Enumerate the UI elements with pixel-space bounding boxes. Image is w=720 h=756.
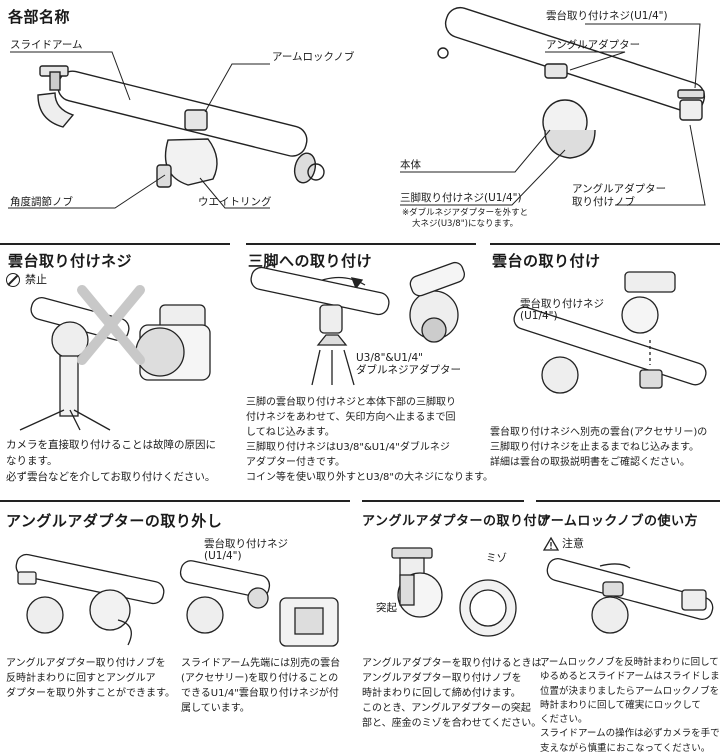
head-screw-title: 雲台取り付けネジ bbox=[8, 252, 133, 270]
text-line: 三脚の雲台取り付けネジと本体下部の三脚取り bbox=[246, 397, 456, 408]
adapter-attach-title: アングルアダプターの取り付け bbox=[362, 514, 551, 529]
arm-lock-illustration bbox=[546, 557, 714, 634]
parts-title: 各部名称 bbox=[8, 8, 71, 26]
adapter-attach-text: アングルアダプターを取り付けるときは、 アングルアダプター取り付けノブを 時計ま… bbox=[362, 656, 552, 731]
label-adapter-knob-2: 取り付けノブ bbox=[572, 196, 635, 208]
text-line: ダプターを取り外すことができます。 bbox=[6, 688, 175, 699]
right-arm-illustration bbox=[437, 6, 706, 159]
head-mount-text: 雲台取り付けネジへ別売の雲台(アクセサリー)の 三脚取り付けネジを止まるまでねじ… bbox=[490, 425, 707, 470]
text-line: アングルアダプターを取り付けるときは、 bbox=[362, 658, 552, 669]
text-line: 付けネジをあわせて、矢印方向へ止まるまで回 bbox=[246, 412, 456, 423]
adapter-remove-illustration bbox=[15, 553, 339, 647]
adapter-remove-left-text: アングルアダプター取り付けノブを 反時計まわりに回すとアングルア ダプターを取り… bbox=[6, 656, 175, 701]
text-line: 位置が決まりましたらアームロックノブを bbox=[540, 685, 720, 697]
adapter-remove-right-text: スライドアーム先端には別売の雲台 (アクセサリー)を取り付けることの できるU1… bbox=[181, 656, 340, 716]
groove-label: ミゾ bbox=[486, 552, 507, 564]
text-line: できるU1/4"雲台取り付けネジが付 bbox=[181, 688, 339, 699]
text-line: ください。 bbox=[540, 714, 588, 725]
text-line: 支えながら慎重におこなってください。 bbox=[540, 742, 711, 754]
adapter-label-1: U3/8"&U1/4" bbox=[356, 352, 424, 364]
text-line: このとき、アングルアダプターの突起 bbox=[362, 703, 531, 714]
text-line: スライドアームの操作は必ずカメラを手で bbox=[540, 728, 720, 740]
text-line: カメラを直接取り付けることは故障の原因に bbox=[6, 439, 216, 451]
head-mount-illustration bbox=[513, 271, 707, 394]
prohibit-illustration bbox=[19, 297, 211, 431]
remove-screw-label-1: 雲台取り付けネジ bbox=[204, 538, 288, 550]
text-line: (アクセサリー)を取り付けることの bbox=[181, 673, 339, 684]
caution-label: 注意 bbox=[562, 537, 584, 550]
note-tripod-2: 大ネジ(U3/8")になります。 bbox=[412, 219, 519, 229]
adapter-remove-title: アングルアダプターの取り外し bbox=[6, 512, 223, 530]
protrusion-label: 突起 bbox=[376, 602, 397, 614]
arm-lock-text: アームロックノブを反時計まわりに回して ゆるめるとスライドアームはスライドします… bbox=[540, 656, 720, 756]
text-line: 必ず雲台などを介してお取り付けください。 bbox=[6, 470, 216, 483]
label-angle-knob: 角度調節ノブ bbox=[10, 196, 73, 208]
tripod-title: 三脚への取り付け bbox=[248, 252, 373, 270]
remove-screw-label-2: (U1/4") bbox=[204, 550, 242, 562]
head-screw-text: カメラを直接取り付けることは故障の原因に なります。 必ず雲台などを介してお取り… bbox=[6, 438, 216, 485]
label-body: 本体 bbox=[400, 159, 421, 171]
prohibit-icon bbox=[6, 273, 20, 287]
text-line: 部と、座金のミゾを合わせてください。 bbox=[362, 718, 542, 729]
head-mount-screw-label-2: (U1/4") bbox=[520, 310, 558, 322]
text-line: アングルアダプター取り付けノブを bbox=[362, 673, 522, 684]
tripod-text: 三脚の雲台取り付けネジと本体下部の三脚取り 付けネジをあわせて、矢印方向へ止まる… bbox=[246, 395, 493, 485]
left-arm-illustration bbox=[37, 65, 325, 188]
label-tripod-screw: 三脚取り付けネジ(U1/4") bbox=[400, 192, 522, 204]
arm-lock-title: アームロックノブの使い方 bbox=[538, 514, 699, 529]
label-arm-lock-knob: アームロックノブ bbox=[272, 51, 355, 63]
text-line: してねじ込みます。 bbox=[246, 427, 335, 438]
text-line: アングルアダプター取り付けノブを bbox=[6, 658, 166, 669]
label-head-screw: 雲台取り付けネジ(U1/4") bbox=[546, 10, 668, 22]
text-line: コイン等を使い取り外すとU3/8"の大ネジになります。 bbox=[246, 472, 494, 483]
text-line: アームロックノブを反時計まわりに回して bbox=[540, 657, 719, 668]
label-angle-adapter: アングルアダプター bbox=[546, 39, 641, 51]
text-line: 反時計まわりに回すとアングルア bbox=[6, 673, 156, 684]
caution-icon bbox=[542, 536, 560, 551]
text-line: 三脚取り付けネジはU3/8"&U1/4"ダブルネジ bbox=[246, 442, 450, 453]
text-line: 属しています。 bbox=[181, 703, 250, 714]
text-line: スライドアーム先端には別売の雲台 bbox=[181, 658, 341, 669]
label-slide-arm: スライドアーム bbox=[10, 39, 83, 51]
note-tripod-1: ※ダブルネジアダプターを外すと bbox=[402, 208, 529, 218]
head-mount-title: 雲台の取り付け bbox=[492, 252, 601, 270]
text-line: アダプター付きです。 bbox=[246, 457, 345, 468]
text-line: なります。 bbox=[6, 454, 58, 467]
label-weight-ring: ウエイトリング bbox=[198, 196, 272, 208]
text-line: 雲台取り付けネジへ別売の雲台(アクセサリー)の bbox=[490, 427, 708, 438]
head-mount-screw-label-1: 雲台取り付けネジ bbox=[520, 298, 604, 310]
text-line: 三脚取り付けネジを止まるまでねじ込みます。 bbox=[490, 442, 699, 453]
text-line: 時計まわりに回して締め付けます。 bbox=[362, 688, 521, 699]
adapter-label-2: ダブルネジアダプター bbox=[356, 364, 461, 376]
text-line: 時計まわりに回して確実にロックして bbox=[540, 699, 701, 711]
text-line: ゆるめるとスライドアームはスライドします。 bbox=[540, 671, 720, 683]
prohibit-label: 禁止 bbox=[25, 273, 47, 286]
text-line: 詳細は雲台の取扱説明書をご確認ください。 bbox=[490, 457, 690, 468]
label-adapter-knob-1: アングルアダプター bbox=[572, 183, 667, 195]
